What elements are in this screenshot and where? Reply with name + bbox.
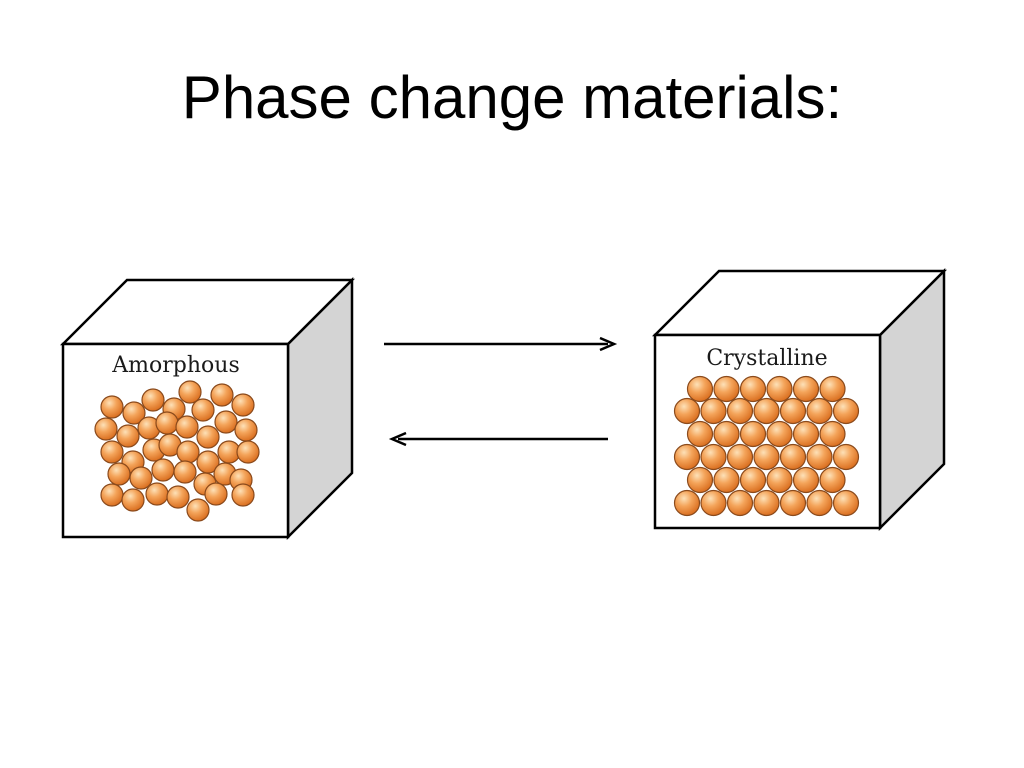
atom (713, 466, 740, 494)
atom (753, 489, 780, 517)
atom (155, 411, 179, 435)
atom (779, 489, 807, 517)
atom (107, 462, 131, 486)
atom (700, 397, 727, 425)
atom (819, 466, 846, 494)
atom (819, 375, 846, 403)
atom (713, 420, 740, 448)
atom (819, 420, 846, 448)
amorphous-atoms (94, 380, 260, 522)
atom (236, 440, 260, 464)
atom (779, 397, 807, 425)
atom (766, 420, 793, 448)
atom (739, 466, 767, 494)
atom (210, 383, 234, 407)
atom (116, 424, 140, 448)
atom (686, 466, 714, 494)
atom (204, 482, 228, 506)
atom (806, 443, 833, 471)
atom (214, 410, 238, 434)
atom (129, 466, 153, 490)
arrow-left (388, 431, 608, 447)
atom (100, 440, 124, 464)
atom (673, 443, 701, 471)
atom (196, 425, 220, 449)
crystalline-cube: Crystalline (651, 267, 948, 532)
atom (100, 395, 124, 419)
atom (832, 397, 860, 425)
atom (792, 375, 820, 403)
atom (792, 466, 820, 494)
atom (151, 458, 175, 482)
atom (686, 375, 714, 403)
atom (145, 482, 169, 506)
atom (686, 420, 714, 448)
atom (673, 397, 701, 425)
atom (100, 483, 124, 507)
atom (673, 489, 701, 517)
atom (175, 415, 199, 439)
atom (753, 397, 780, 425)
atom (121, 488, 145, 512)
atom (726, 489, 754, 517)
atom (713, 375, 740, 403)
atom (166, 485, 190, 509)
atom (94, 417, 118, 441)
atom (792, 420, 820, 448)
atom (832, 443, 860, 471)
atom (173, 460, 197, 484)
atom (766, 466, 793, 494)
amorphous-label: Amorphous (111, 353, 239, 378)
atom (231, 393, 255, 417)
atom (726, 443, 754, 471)
atom (176, 440, 200, 464)
atom (700, 489, 727, 517)
crystalline-atoms (673, 375, 860, 517)
atom (178, 380, 202, 404)
atom (122, 401, 146, 425)
atom (191, 398, 215, 422)
atom (766, 375, 793, 403)
atom (234, 418, 258, 442)
atom (231, 483, 255, 507)
amorphous-cube: Amorphous (59, 276, 356, 541)
atom (739, 375, 767, 403)
atom (186, 498, 210, 522)
arrow-right (384, 336, 618, 352)
atom (141, 388, 165, 412)
atom (726, 397, 754, 425)
atom (700, 443, 727, 471)
atom (806, 397, 833, 425)
atom (739, 420, 767, 448)
atom (832, 489, 860, 517)
atom (753, 443, 780, 471)
slide-title: Phase change materials: (181, 64, 843, 131)
crystalline-label: Crystalline (706, 346, 827, 371)
atom (779, 443, 807, 471)
atom (806, 489, 833, 517)
